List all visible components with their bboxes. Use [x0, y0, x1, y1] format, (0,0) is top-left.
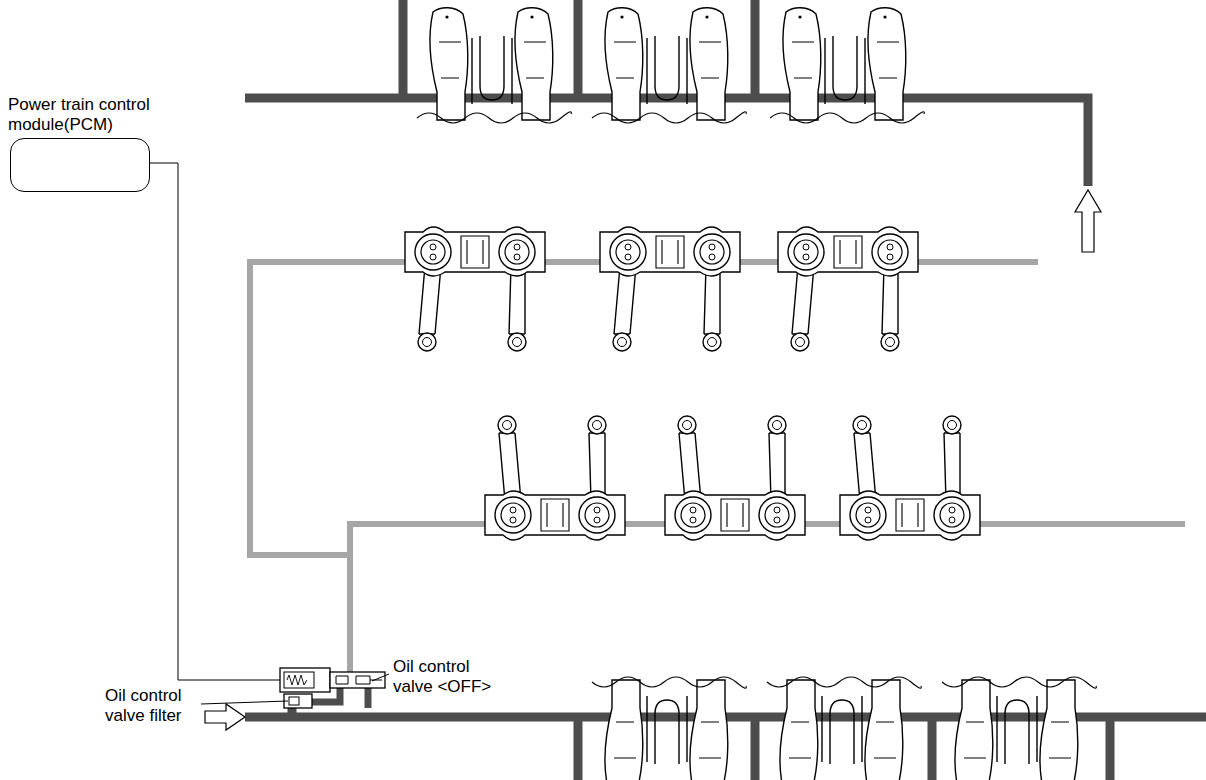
rocker-shaft-oil-line: [250, 262, 1038, 555]
rocker-shaft-assembly: [778, 227, 918, 351]
rocker-shaft-assembly: [405, 227, 545, 351]
control-module-box: Power train control module(PCM): [8, 95, 173, 192]
rocker-shaft-assembly: [600, 227, 740, 351]
module-outline: [10, 138, 150, 192]
oil-control-valve: [280, 668, 385, 692]
part-label: Oil control valve <OFF>: [393, 657, 508, 698]
rocker-arm: [417, 8, 571, 123]
flow-arrow: [1075, 190, 1101, 252]
rocker-arm: [770, 8, 924, 123]
rocker-arm: [592, 8, 746, 123]
rocker-arm: [592, 677, 746, 780]
rocker-shaft-assembly: [840, 416, 980, 540]
signal-wire: [150, 163, 280, 680]
leader-line: [372, 674, 389, 681]
rocker-arm: [767, 677, 921, 780]
upper-oil-gallery: [245, 0, 1088, 186]
rocker-shaft-assembly: [485, 416, 625, 540]
rocker-shaft-oil-line: [350, 524, 1185, 672]
oil-control-valve-filter: [284, 694, 312, 708]
module-label: Power train control module(PCM): [8, 95, 173, 136]
rocker-shaft-assembly: [665, 416, 805, 540]
flow-arrow: [205, 704, 245, 730]
leader-line: [201, 701, 288, 704]
rocker-arm: [942, 677, 1096, 780]
part-label: Oil control valve filter: [105, 686, 205, 727]
